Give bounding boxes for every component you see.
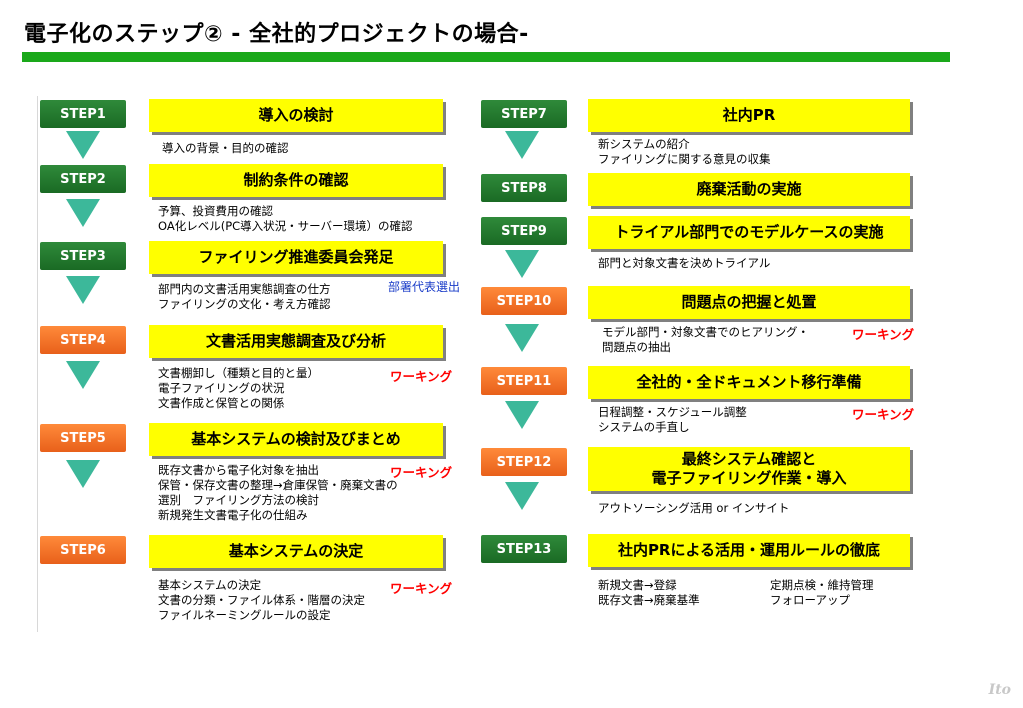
step12-desc-line: アウトソーシング活用 or インサイト [598, 501, 790, 515]
step2-desc-line: 予算、投資費用の確認 [158, 204, 273, 218]
step3-heading: ファイリング推進委員会発足 [149, 241, 443, 274]
step9-heading: トライアル部門でのモデルケースの実施 [588, 216, 910, 249]
step3-note: 部署代表選出 [388, 280, 461, 294]
step7-badge: STEP7 [481, 100, 567, 128]
step11-working-label: ワーキング [852, 407, 915, 422]
step5-working-label: ワーキング [390, 465, 453, 480]
down-arrow-icon [505, 324, 539, 352]
step10-heading: 問題点の把握と処置 [588, 286, 910, 319]
step3-badge: STEP3 [40, 242, 126, 270]
step6-desc-line: 基本システムの決定 [158, 578, 262, 592]
step2-badge: STEP2 [40, 165, 126, 193]
step13-desc-line: 新規文書→登録 [598, 578, 677, 592]
step5-desc-line: 既存文書から電子化対象を抽出 [158, 463, 319, 477]
step6-working-label: ワーキング [390, 581, 453, 596]
step5-desc-line: 新規発生文書電子化の仕組み [158, 508, 308, 522]
step1-badge: STEP1 [40, 100, 126, 128]
step4-heading: 文書活用実態調査及び分析 [149, 325, 443, 358]
step11-desc-line: システムの手直し [598, 420, 690, 434]
step6-desc-line: 文書の分類・ファイル体系・階層の決定 [158, 593, 365, 607]
down-arrow-icon [66, 131, 100, 159]
down-arrow-icon [66, 276, 100, 304]
down-arrow-icon [66, 460, 100, 488]
step11-desc-line: 日程調整・スケジュール調整 [598, 405, 747, 419]
step3-desc-line: 部門内の文書活用実態調査の仕方 [158, 282, 331, 296]
step5-badge: STEP5 [40, 424, 126, 452]
step9-badge: STEP9 [481, 217, 567, 245]
footer-logo: Ito [988, 682, 1011, 698]
step6-badge: STEP6 [40, 536, 126, 564]
step6-desc-line: ファイルネーミングルールの設定 [158, 608, 331, 622]
step5-desc-line: 保管・保存文書の整理→倉庫保管・廃棄文書の [158, 478, 398, 492]
step2-heading: 制約条件の確認 [149, 164, 443, 197]
step8-badge: STEP8 [481, 174, 567, 202]
step5-desc-line: 選別 ファイリング方法の検討 [158, 493, 319, 507]
step12-heading: 最終システム確認と 電子ファイリング作業・導入 [588, 447, 910, 491]
down-arrow-icon [505, 131, 539, 159]
step11-badge: STEP11 [481, 367, 567, 395]
step11-heading: 全社的・全ドキュメント移行準備 [588, 366, 910, 399]
step7-heading: 社内PR [588, 99, 910, 132]
step12-heading-line: 最終システム確認と [681, 450, 817, 468]
step13-desc2-line: フォローアップ [770, 593, 851, 607]
page-title: 電子化のステップ② - 全社的プロジェクトの場合- [24, 22, 529, 47]
left-guide-line [37, 96, 38, 632]
step4-desc-line: 文書作成と保管との関係 [158, 396, 285, 410]
step10-badge: STEP10 [481, 287, 567, 315]
step4-desc-line: 電子ファイリングの状況 [158, 381, 285, 395]
step5-heading: 基本システムの検討及びまとめ [149, 423, 443, 456]
title-underline-bar [22, 52, 950, 62]
step12-heading-line: 電子ファイリング作業・導入 [651, 469, 847, 487]
step13-desc-line: 既存文書→廃棄基準 [598, 593, 700, 607]
down-arrow-icon [505, 482, 539, 510]
step2-desc-line: OA化レベル(PC導入状況・サーバー環境）の確認 [158, 219, 413, 233]
step1-desc-line: 導入の背景・目的の確認 [162, 141, 289, 155]
step13-desc2-line: 定期点検・維持管理 [770, 578, 874, 592]
step12-badge: STEP12 [481, 448, 567, 476]
step6-heading: 基本システムの決定 [149, 535, 443, 568]
step10-desc-line: 問題点の抽出 [602, 340, 671, 354]
step13-heading: 社内PRによる活用・運用ルールの徹底 [588, 534, 910, 567]
down-arrow-icon [505, 250, 539, 278]
down-arrow-icon [66, 361, 100, 389]
down-arrow-icon [66, 199, 100, 227]
step10-working-label: ワーキング [852, 327, 915, 342]
step4-working-label: ワーキング [390, 369, 453, 384]
step13-badge: STEP13 [481, 535, 567, 563]
down-arrow-icon [505, 401, 539, 429]
step10-desc-line: モデル部門・対象文書でのヒアリング・ [602, 325, 809, 339]
step4-desc-line: 文書棚卸し（種類と目的と量） [158, 366, 319, 380]
step7-desc-line: ファイリングに関する意見の収集 [598, 152, 771, 166]
step7-desc-line: 新システムの紹介 [598, 137, 690, 151]
step1-heading: 導入の検討 [149, 99, 443, 132]
step3-desc-line: ファイリングの文化・考え方確認 [158, 297, 331, 311]
step4-badge: STEP4 [40, 326, 126, 354]
step8-heading: 廃棄活動の実施 [588, 173, 910, 206]
step9-desc-line: 部門と対象文書を決めトライアル [598, 256, 771, 270]
